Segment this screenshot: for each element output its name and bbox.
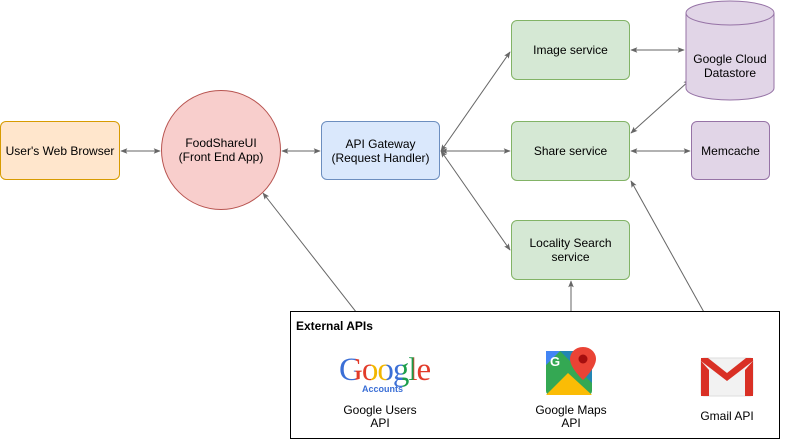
google-users-api-label: Google Users API — [343, 403, 417, 430]
google-maps-g-letter: G — [550, 354, 560, 369]
external-apis-title: External APIs — [296, 319, 373, 333]
image-service-label: Image service — [533, 43, 608, 57]
google-maps-icon: G — [546, 347, 596, 395]
api-gateway-node: API Gateway (Request Handler) — [321, 121, 440, 180]
share-service-node: Share service — [511, 121, 630, 181]
gmail-api-label: Gmail API — [700, 409, 754, 423]
google-accounts-logo: Google Accounts — [339, 353, 439, 397]
foodshareui-label: FoodShareUI (Front End App) — [178, 136, 264, 164]
google-maps-api-label: Google Maps API — [535, 403, 607, 430]
memcache-label: Memcache — [701, 143, 760, 158]
api-gateway-label: API Gateway (Request Handler) — [331, 136, 430, 165]
locality-search-service-node: Locality Search service — [511, 220, 630, 280]
google-logo-accounts: Accounts — [362, 384, 404, 394]
datastore-label: Google Cloud Datastore — [693, 52, 767, 80]
foodshareui-node: FoodShareUI (Front End App) — [161, 90, 281, 210]
users-web-browser-node: User's Web Browser — [0, 121, 120, 180]
gmail-icon — [700, 357, 754, 397]
share-service-label: Share service — [533, 144, 608, 158]
google-logo-wordmark: Google — [339, 352, 431, 388]
users-web-browser-label: User's Web Browser — [5, 143, 115, 158]
image-service-node: Image service — [511, 20, 630, 80]
datastore-cylinder — [685, 0, 775, 101]
external-apis-container — [290, 311, 780, 439]
memcache-node: Memcache — [691, 121, 770, 180]
locality-search-service-label: Locality Search service — [529, 236, 612, 264]
edge-share-datastore — [630, 79, 691, 134]
edge-gateway-locality — [440, 150, 511, 251]
edge-gateway-image — [440, 51, 511, 152]
